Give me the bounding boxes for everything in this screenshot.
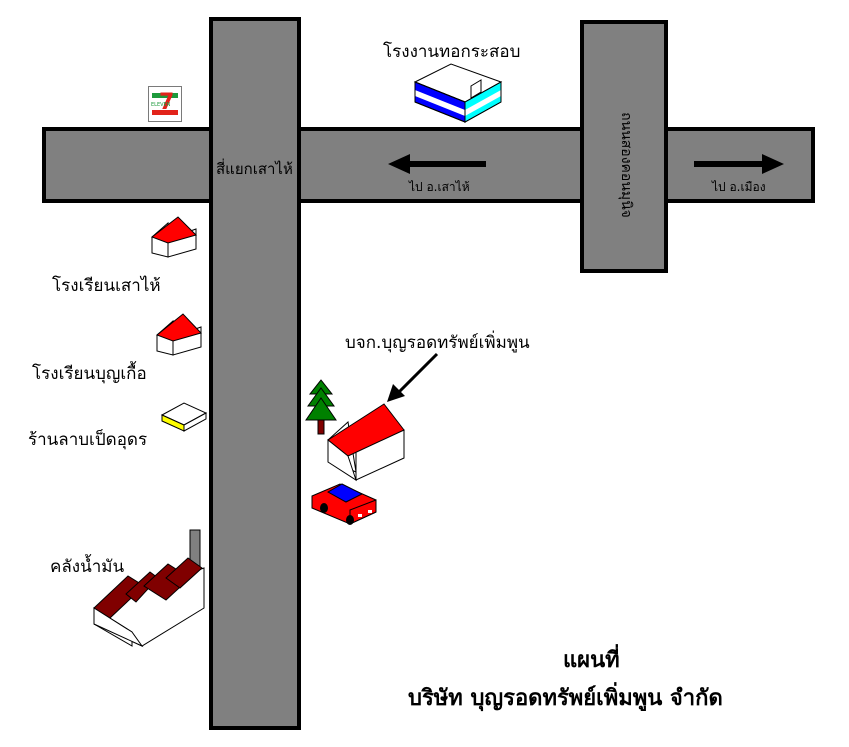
- company-label: บจก.บุญรอดทรัพย์เพิ่มพูน: [345, 333, 530, 353]
- side-road-label: ถนนสองคอนมุนิจ: [618, 112, 634, 218]
- seven-eleven-logo: 7 ELEVEN: [148, 86, 182, 122]
- tree-icon: [305, 379, 337, 435]
- duck-shop-label: ร้านลาบเป็ดอุดร: [28, 430, 148, 450]
- direction-mueang-label: ไป อ.เมือง: [712, 180, 766, 194]
- main-road-label: สี่แยกเสาไห้: [216, 160, 293, 178]
- pointer-arrow-icon: [387, 352, 439, 402]
- school-saohai-label: โรงเรียนเสาไห้: [52, 276, 161, 296]
- seven-eleven-stripe-red: [152, 110, 178, 115]
- seven-eleven-number: 7: [159, 90, 175, 115]
- school-bunkuea-label: โรงเรียนบุญเกื้อ: [32, 364, 147, 384]
- horizontal-road: [42, 127, 815, 203]
- oil-depot-label: คลังน้ำมัน: [50, 557, 125, 577]
- seven-eleven-text: ELEVEN: [151, 102, 171, 108]
- duck-shop-icon: [160, 402, 208, 432]
- school-saohai-icon: [150, 216, 197, 258]
- oil-depot-icon: [93, 529, 205, 648]
- school-bunkuea-icon: [156, 313, 202, 356]
- factory-building-icon: [413, 63, 503, 123]
- factory-label: โรงงานทอกระสอบ: [383, 42, 521, 62]
- direction-saohai-label: ไป อ.เสาไห้: [409, 180, 470, 194]
- arrow-right-icon: [694, 154, 784, 174]
- car-icon: [311, 483, 377, 525]
- map-title: แผนที่: [563, 648, 620, 673]
- junction-fill: [213, 131, 297, 199]
- junction-fill-2: [584, 131, 664, 199]
- main-road: [209, 17, 301, 730]
- seven-eleven-stripe-green: [152, 93, 178, 98]
- arrow-left-icon: [388, 154, 486, 174]
- company-full-name: บริษัท บุญรอดทรัพย์เพิ่มพูน จำกัด: [408, 686, 723, 711]
- company-building-icon: [327, 403, 405, 482]
